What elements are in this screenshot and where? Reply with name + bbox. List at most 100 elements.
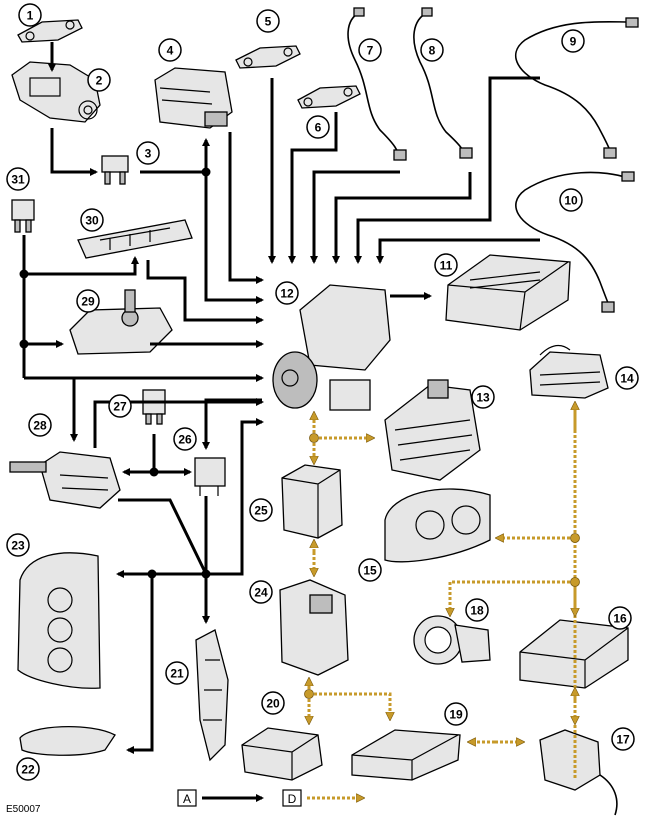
type-d-connections (304, 404, 580, 780)
component-26-relay (194, 457, 226, 496)
svg-text:13: 13 (476, 391, 490, 405)
callout-29: 29 (76, 289, 100, 313)
component-29-selector (69, 289, 173, 355)
svg-text:18: 18 (470, 604, 484, 618)
link-6-to-12 (288, 112, 338, 264)
svg-text:21: 21 (170, 667, 184, 681)
callout-26: 26 (173, 427, 197, 451)
component-19-module (351, 729, 461, 781)
svg-text:24: 24 (254, 586, 268, 600)
component-6-fusible-link (297, 85, 361, 109)
link-12-to-26 (202, 398, 262, 450)
svg-text:2: 2 (96, 74, 103, 88)
link-3-to-12-a (204, 172, 264, 304)
component-22-stop-lamp (19, 725, 116, 756)
link-7-to-12 (310, 170, 400, 264)
svg-text:8: 8 (429, 44, 436, 58)
component-24-engine-control-module (279, 579, 349, 676)
callout-6: 6 (306, 115, 330, 139)
svg-text:30: 30 (85, 214, 99, 228)
dlink-to-19 (309, 692, 390, 718)
callout-17: 17 (611, 727, 635, 751)
link-2-to-3 (50, 128, 98, 176)
svg-text:26: 26 (178, 433, 192, 447)
component-1-fusible-link (17, 19, 83, 43)
component-16-module (519, 619, 629, 689)
component-31-fuse (11, 199, 35, 233)
callout-25: 25 (249, 498, 273, 522)
link-junction-to-22 (126, 574, 154, 754)
svg-text:3: 3 (145, 147, 152, 161)
component-11-module (445, 254, 571, 331)
callout-16: 16 (608, 606, 632, 630)
link-4-to-12 (228, 132, 264, 284)
svg-text:1: 1 (27, 9, 34, 23)
legend-d-box (282, 789, 302, 807)
callout-14: 14 (615, 366, 639, 390)
link-30-to-12 (146, 260, 264, 324)
link-junction-to-12 (206, 418, 264, 576)
callout-4: 4 (158, 38, 182, 62)
link-8-to-12 (332, 172, 472, 264)
link-10-to-12 (376, 238, 540, 264)
link-27-to-28 (122, 434, 156, 476)
svg-text:12: 12 (280, 287, 294, 301)
callout-9: 9 (561, 29, 585, 53)
svg-text:31: 31 (11, 173, 25, 187)
svg-text:4: 4 (167, 44, 174, 58)
callout-30: 30 (80, 208, 104, 232)
component-18-steering-angle-sensor (413, 615, 491, 665)
callout-27: 27 (108, 394, 132, 418)
svg-text:5: 5 (265, 15, 272, 29)
component-9-wheel-speed-sensor (514, 17, 639, 159)
component-27-fuse (142, 389, 166, 425)
component-14-connector-block (529, 344, 609, 399)
callout-19: 19 (444, 702, 468, 726)
component-3-fuse (101, 155, 129, 185)
svg-text:22: 22 (21, 763, 35, 777)
component-28-switch (9, 451, 121, 509)
callout-22: 22 (16, 757, 40, 781)
svg-text:28: 28 (33, 419, 47, 433)
callout-20: 20 (261, 691, 285, 715)
callout-2: 2 (87, 68, 111, 92)
svg-text:9: 9 (570, 35, 577, 49)
link-28-to-junction (118, 498, 208, 575)
callout-5: 5 (256, 9, 280, 33)
component-10-wheel-speed-sensor (515, 171, 635, 313)
dlink-to-18 (450, 580, 575, 614)
callout-3: 3 (136, 141, 160, 165)
callout-7: 7 (358, 38, 382, 62)
component-30-switch-panel (77, 219, 193, 259)
legend-a-label: A (183, 792, 191, 806)
svg-text:19: 19 (449, 708, 463, 722)
callout-8: 8 (420, 38, 444, 62)
svg-text:6: 6 (315, 121, 322, 135)
callout-12: 12 (275, 281, 299, 305)
callout-28: 28 (28, 413, 52, 437)
callout-18: 18 (465, 598, 489, 622)
callout-13: 13 (471, 385, 495, 409)
component-25-module (281, 464, 343, 539)
legend-d-label: D (288, 792, 297, 806)
svg-text:25: 25 (254, 504, 268, 518)
callout-24: 24 (249, 580, 273, 604)
component-20-restraints-module (241, 727, 323, 781)
link-9-to-12 (354, 76, 540, 264)
type-a-connections (19, 42, 540, 754)
component-12-abs-modulator (272, 284, 391, 411)
legend-a-box (177, 789, 197, 807)
component-21-lamp (195, 629, 229, 762)
svg-text:11: 11 (440, 259, 453, 273)
svg-text:16: 16 (613, 612, 627, 626)
callout-1: 1 (18, 3, 42, 27)
svg-text:15: 15 (363, 564, 377, 578)
callout-31: 31 (6, 167, 30, 191)
component-23-rear-lamp (17, 552, 101, 689)
svg-text:7: 7 (367, 44, 374, 58)
svg-text:10: 10 (564, 194, 578, 208)
callout-21: 21 (165, 661, 189, 685)
callout-10: 10 (559, 188, 583, 212)
component-15-instrument-cluster (384, 488, 491, 563)
